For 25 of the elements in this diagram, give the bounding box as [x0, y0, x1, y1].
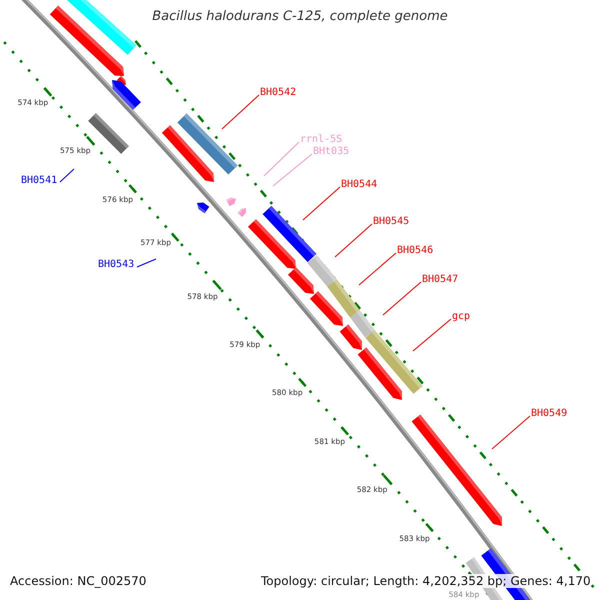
leader-line [412, 318, 452, 352]
leader-line [492, 416, 530, 450]
leader-line [358, 252, 396, 286]
leader-line [60, 168, 74, 182]
leader-line [136, 258, 156, 268]
gene-label: BH0543 [98, 259, 134, 271]
gene-label: gcp [452, 311, 470, 323]
leader-line [264, 142, 300, 176]
leader-line [382, 282, 422, 316]
gene-label: BH0542 [260, 87, 296, 99]
gene-label: rrnl-5S [300, 134, 342, 146]
leader-line [272, 154, 312, 186]
title: Bacillus halodurans C-125, complete genome [151, 9, 449, 24]
leader-line [222, 94, 260, 130]
gene-label: BH0544 [341, 179, 378, 191]
gene-label: BHt035 [313, 146, 350, 158]
gene-label: BH0545 [373, 216, 410, 228]
footer-text: Accession: NC_002570 [10, 574, 146, 588]
gene-label: BH0546 [397, 245, 434, 257]
footer-text: Topology: circular; Length: 4,202,352 bp; Genes: 4,170 [261, 574, 591, 588]
gene-label: BH0541 [21, 175, 58, 187]
gene-label: BH0547 [422, 274, 458, 286]
gene-label: BH0549 [531, 408, 568, 420]
leader-line [302, 186, 340, 220]
leader-line [334, 224, 372, 258]
